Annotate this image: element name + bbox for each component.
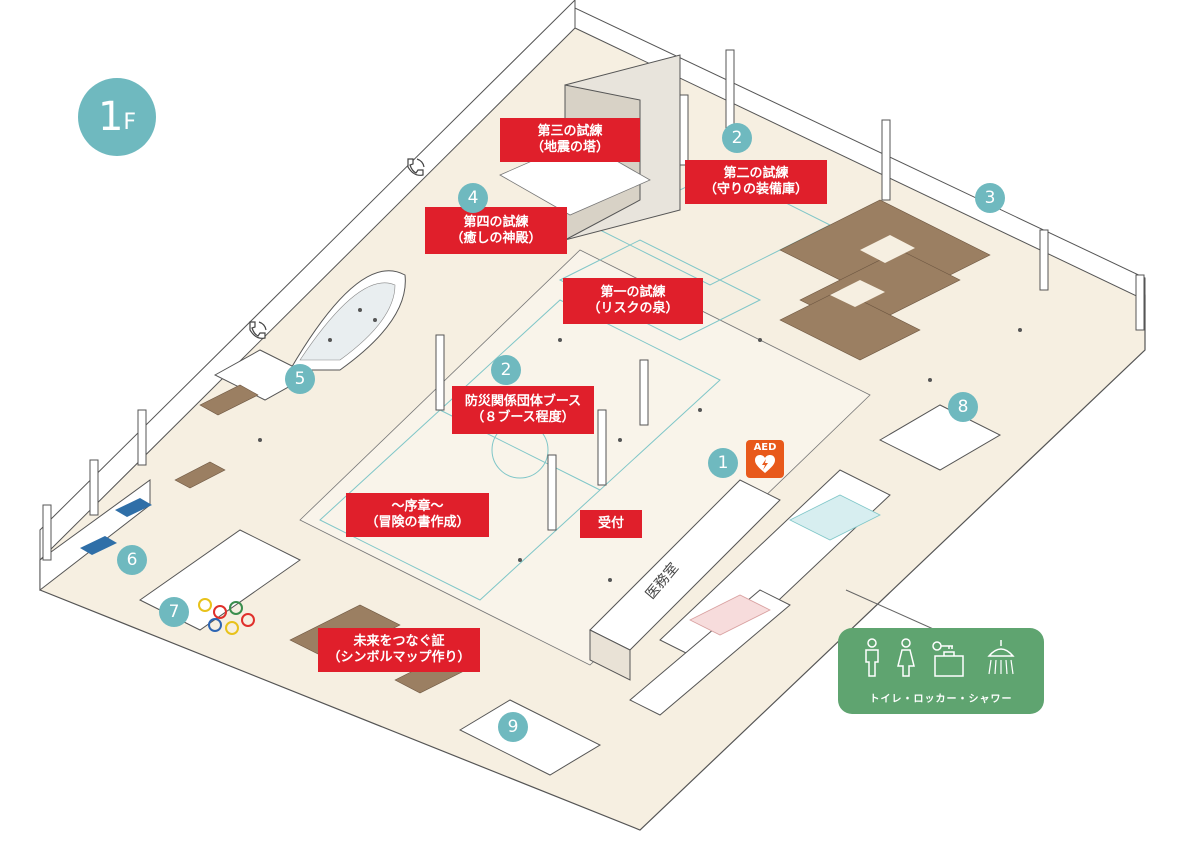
marker-2-trial2: 2 bbox=[722, 123, 752, 153]
room-9 bbox=[458, 699, 602, 776]
phone-icon bbox=[407, 158, 425, 176]
label-prologue: 〜序章〜（冒険の書作成） bbox=[346, 493, 489, 537]
main-hall-floor bbox=[299, 249, 871, 666]
aed-heart-icon bbox=[755, 455, 775, 473]
marker-8: 8 bbox=[948, 392, 978, 422]
marker-5: 5 bbox=[285, 364, 315, 394]
medical-office bbox=[589, 479, 781, 681]
locker-zone bbox=[789, 494, 881, 541]
outer-wall-left bbox=[39, 0, 576, 562]
marker-3: 3 bbox=[975, 183, 1005, 213]
facility-legend: トイレ・ロッカー・シャワー bbox=[838, 628, 1044, 714]
label-booth: 防災関係団体ブース（８ブース程度） bbox=[452, 386, 594, 434]
phone-icon bbox=[249, 321, 267, 339]
female-icon bbox=[897, 638, 915, 677]
male-icon bbox=[865, 638, 879, 677]
tile-gaps bbox=[830, 235, 915, 307]
label-trial3: 第三の試練（地震の塔） bbox=[500, 118, 640, 162]
marker-2-booth: 2 bbox=[491, 355, 521, 385]
floor-suffix: F bbox=[123, 110, 137, 135]
shower-icon bbox=[987, 640, 1015, 675]
marker-4: 4 bbox=[458, 183, 488, 213]
ping-pong-tables bbox=[80, 498, 152, 555]
facility-leader bbox=[845, 589, 941, 633]
facility-caption: トイレ・ロッカー・シャワー bbox=[869, 694, 1013, 705]
floor-number: 1 bbox=[97, 94, 124, 140]
marker-7: 7 bbox=[159, 597, 189, 627]
aed-marker: AED bbox=[746, 440, 784, 478]
outer-wall-right bbox=[574, 7, 1146, 301]
label-trial1: 第一の試練（リスクの泉） bbox=[563, 278, 703, 324]
label-trial4: 第四の試練（癒しの神殿） bbox=[425, 207, 567, 254]
shower-zone bbox=[689, 594, 771, 636]
marker-6: 6 bbox=[117, 545, 147, 575]
pillars bbox=[42, 49, 1145, 561]
room-8 bbox=[878, 404, 1002, 471]
marker-9: 9 bbox=[498, 712, 528, 742]
trial4-stage bbox=[289, 270, 406, 371]
label-reception: 受付 bbox=[580, 510, 642, 538]
marker-1: 1 bbox=[708, 448, 738, 478]
label-future: 未来をつなぐ証（シンボルマップ作り） bbox=[318, 628, 480, 672]
visitors bbox=[258, 308, 1022, 582]
label-trial2: 第二の試練（守りの装備庫） bbox=[685, 160, 827, 204]
floor-circles bbox=[198, 598, 255, 635]
locker-icon bbox=[932, 641, 964, 677]
floor-badge: 1 F bbox=[78, 78, 156, 156]
